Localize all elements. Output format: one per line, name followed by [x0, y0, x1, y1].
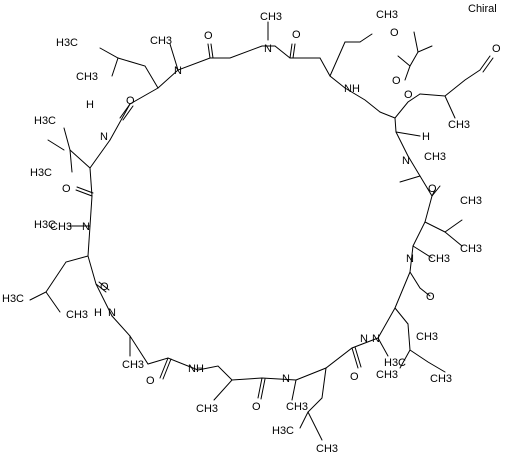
- atom-o-10: O: [252, 401, 261, 413]
- atom-ch3-nme11: CH3: [286, 401, 308, 413]
- atom-ch3-val2: CH3: [460, 195, 482, 207]
- atom-n-4: N: [82, 221, 90, 233]
- atom-nh-2: N: [344, 83, 352, 95]
- atom-o-5: O: [62, 183, 71, 195]
- atom-ch3-nme4: CH3: [50, 221, 72, 233]
- atom-o-9: O: [146, 375, 155, 387]
- atom-ch3-acetyl: CH3: [376, 9, 398, 21]
- atom-h3c-val: H3C: [34, 115, 56, 127]
- atom-ch3-nme6: CH3: [376, 369, 398, 381]
- atom-nh-1: N: [100, 131, 108, 143]
- atom-h3c-leu-l: H3C: [2, 293, 24, 305]
- atom-h3c-val2: H3C: [30, 167, 52, 179]
- atom-ch3-nme1: CH3: [150, 35, 172, 47]
- chirality-label: Chiral: [468, 3, 497, 15]
- atom-n-1: N: [174, 65, 182, 77]
- atom-ch3-val-r: CH3: [460, 243, 482, 255]
- atom-o-7: O: [100, 281, 109, 293]
- atom-o-4: O: [404, 89, 413, 101]
- atom-h-nh7: H: [94, 307, 102, 319]
- atom-n-11: N: [282, 373, 290, 385]
- atom-ch3-side: CH3: [448, 119, 470, 131]
- atom-h-nh2: H: [352, 83, 360, 95]
- atom-ch3-nme3: CH3: [424, 151, 446, 163]
- atom-ch3-top: CH3: [260, 11, 282, 23]
- atom-n-6: N: [372, 333, 380, 345]
- atom-ch3-ala2: CH3: [196, 403, 218, 415]
- atom-h3c-leu-r: H3C: [384, 357, 406, 369]
- atom-ch3-leu-r1: CH3: [430, 373, 452, 385]
- atom-h3c-leu1: H3C: [56, 37, 78, 49]
- bond-network: [29, 21, 494, 441]
- atom-n-7: N: [108, 307, 116, 319]
- atom-o-6: O: [428, 183, 437, 195]
- atom-ch3-leu-l: CH3: [66, 309, 88, 321]
- atom-o-3: O: [126, 95, 135, 107]
- atom-n-3: N: [402, 155, 410, 167]
- atom-n-2: N: [264, 43, 272, 55]
- atom-o-2: O: [292, 29, 301, 41]
- atom-h-nh9: H: [196, 363, 204, 375]
- atom-o-acetyl: O: [390, 27, 399, 39]
- atom-ch3-leu-b: CH3: [316, 443, 338, 455]
- atom-o-11: O: [350, 371, 359, 383]
- atom-h-stereo: H: [422, 131, 430, 143]
- atom-nh-9: N: [188, 363, 196, 375]
- atom-n-5: N: [406, 253, 414, 265]
- atom-o-ac: O: [392, 75, 401, 87]
- atom-ch3-ala1: CH3: [122, 359, 144, 371]
- atom-o-8: O: [426, 291, 435, 303]
- atom-h3c-nme5: H3C: [34, 219, 56, 231]
- atom-ch3-valr2: CH3: [428, 253, 450, 265]
- atom-ch3-leu1: CH3: [76, 71, 98, 83]
- atom-o-1: O: [204, 30, 213, 42]
- atom-ch3-nme8: CH3: [416, 331, 438, 343]
- atom-n-8: N: [360, 333, 368, 345]
- atom-o-ald: O: [492, 43, 501, 55]
- atom-h-nh1: H: [86, 99, 94, 111]
- atom-labels: O CH3 H3C CH3 N N O O O O CH3 CH3 H3C N …: [2, 9, 501, 455]
- atom-h3c-leu-b: H3C: [272, 425, 294, 437]
